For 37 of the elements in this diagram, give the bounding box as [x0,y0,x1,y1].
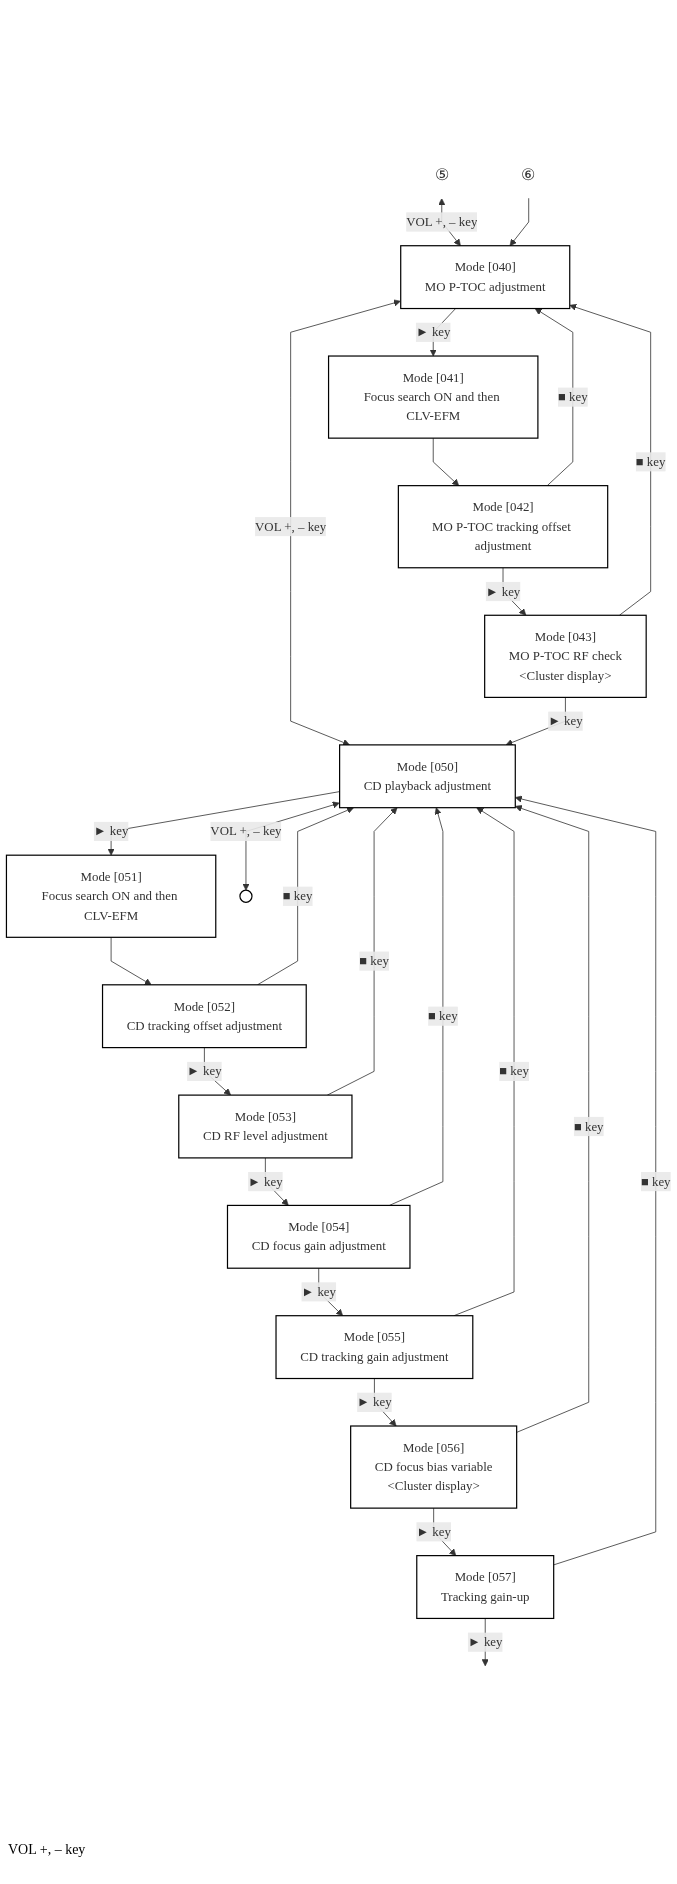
edge-label: ■ key [635,454,666,469]
edge-label: ► key [485,584,521,598]
edge-label: VOL +, – key [255,519,327,534]
edge-label: ► key [301,1284,337,1299]
edge-label: ► key [415,325,451,339]
edge-label: ► key [248,1174,283,1189]
node-box: Mode [052] CD tracking offset adjustment [101,984,307,1049]
edge-label: ■ key [428,1008,458,1023]
note-label: VOL +, – key [8,1842,87,1858]
node-box: Mode [056] CD focus bias variable <Cluster display> [350,1425,518,1509]
node-box: Mode [054] CD focus gain adjustment [226,1204,411,1269]
edge-label: ► key [357,1395,392,1409]
node-circle [239,889,253,903]
node-text: ⑤ [434,165,449,183]
edge-label: ■ key [499,1064,529,1078]
edge-label: ■ key [359,953,389,968]
node-box: Mode [043] MO P-TOC RF check <Cluster display> [484,614,647,698]
edge-label: ► key [187,1064,222,1078]
node-box: Mode [042] MO P-TOC tracking offset adjustment [397,485,609,569]
edge-label: ■ key [558,389,588,404]
edge-label: ■ key [640,1174,671,1189]
edge-label: VOL +, – key [406,214,478,229]
node-box: Mode [055] CD tracking gain adjustment [275,1315,474,1380]
node-box: Mode [057] Tracking gain-up [416,1555,555,1620]
node-text: ⑥ [521,165,536,183]
node-box: Mode [051] Focus search ON and then CLV-EFM [5,854,217,938]
node-box: Mode [041] Focus search ON and then CLV-EFM [327,355,539,439]
node-box: Mode [053] CD RF level adjustment [178,1094,353,1159]
edge-label: ■ key [573,1119,604,1133]
edge-label: ► key [467,1634,503,1649]
edge-label: ► key [416,1524,451,1539]
edge-label: ■ key [282,889,313,903]
edge-label: VOL +, – key [210,824,282,838]
edge-label: ► key [93,824,129,838]
node-box: Mode [040] MO P-TOC adjustment [400,245,571,310]
edge-label: ► key [548,713,583,728]
node-box: Mode [050] CD playback adjustment [339,744,516,809]
